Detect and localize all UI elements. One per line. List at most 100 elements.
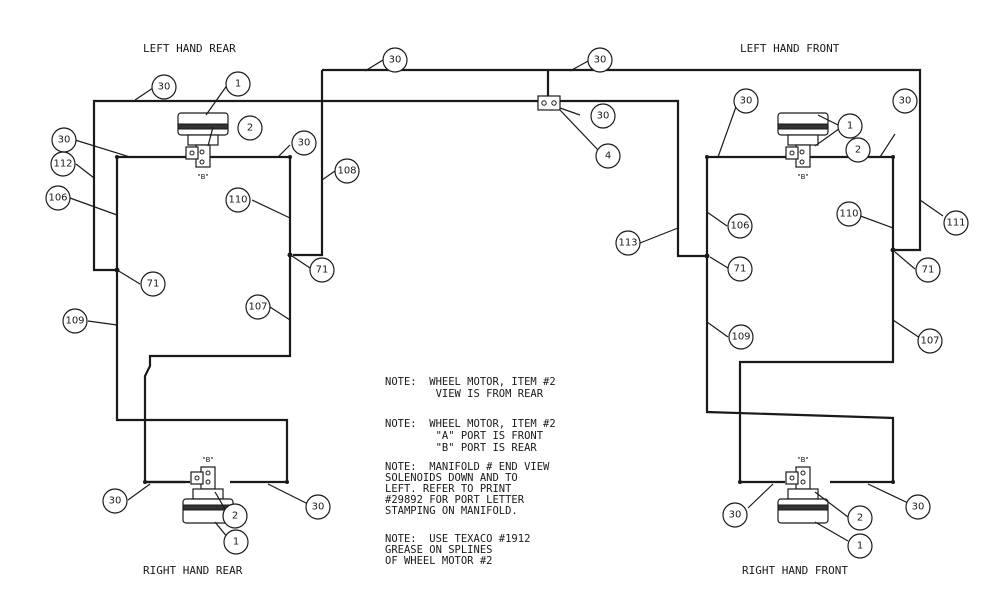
hose-top-right [548,68,922,252]
svg-text:110: 110 [228,195,247,206]
port-b-label: "B" [202,456,213,464]
callout-107: 107 [245,294,271,320]
callout-30: 30 [102,488,128,514]
callout-106: 106 [45,185,71,211]
callout-30: 30 [382,47,408,73]
hose-108-down [293,70,324,257]
callout-4: 4 [595,143,621,169]
callout-1: 1 [837,113,863,139]
callout-113: 113 [615,230,641,256]
callout-109: 109 [62,308,88,334]
callout-111: 111 [943,210,969,236]
callout-30: 30 [733,88,759,114]
callout-30: 30 [590,103,616,129]
svg-text:30: 30 [740,96,753,107]
callout-30: 30 [905,494,931,520]
svg-text:30: 30 [729,510,742,521]
callout-1: 1 [223,529,249,555]
notes: NOTE: WHEEL MOTOR, ITEM #2 VIEW IS FROM … [385,376,600,567]
callout-71: 71 [727,256,753,282]
callout-108: 108 [334,158,360,184]
callout-1: 1 [847,533,873,559]
svg-text:109: 109 [731,332,750,343]
svg-text:4: 4 [605,151,611,162]
callouts: 30 30 30 30 1 2 30 30 112 106 108 110 71… [45,47,969,559]
callout-71: 71 [309,257,335,283]
svg-text:1: 1 [233,537,239,548]
wheel-motor-right-rear: "B" [182,456,234,524]
svg-text:30: 30 [312,502,325,513]
note-1: NOTE: WHEEL MOTOR, ITEM #2 VIEW IS FROM … [385,376,600,400]
callout-30: 30 [305,494,331,520]
callout-107: 107 [917,328,943,354]
callout-2: 2 [237,115,263,141]
manifold [537,95,561,111]
svg-text:30: 30 [109,496,122,507]
callout-2: 2 [847,505,873,531]
callout-2-top-right: 2 [845,137,871,163]
svg-text:112: 112 [53,159,72,170]
svg-text:106: 106 [730,221,749,232]
callout-30: 30 [722,502,748,528]
svg-text:1: 1 [235,79,241,90]
svg-text:107: 107 [920,336,939,347]
svg-text:2: 2 [857,513,863,524]
hose-109-left [115,270,289,482]
svg-text:30: 30 [389,55,402,66]
svg-text:1: 1 [847,121,853,132]
svg-text:71: 71 [734,264,747,275]
callout-110: 110 [836,201,862,227]
callout-71: 71 [140,271,166,297]
label-left-hand-front: LEFT HAND FRONT [740,42,840,55]
callout-71: 71 [915,257,941,283]
hose-top-left [92,70,550,272]
wheel-motor-right-front: "B" [777,456,829,524]
svg-text:30: 30 [158,82,171,93]
hose-113 [548,99,707,258]
svg-text:30: 30 [597,111,610,122]
callout-1: 1 [225,71,251,97]
port-b-label: "B" [797,456,808,464]
svg-text:71: 71 [147,279,160,290]
svg-text:30: 30 [912,502,925,513]
note-2: NOTE: WHEEL MOTOR, ITEM #2 "A" PORT IS F… [385,418,600,454]
note-4: NOTE: USE TEXACO #1912 GREASE ON SPLINES… [385,533,575,567]
fittings [114,155,896,484]
callout-30: 30 [291,130,317,156]
callout-112: 112 [50,151,76,177]
hose-109-right [705,256,895,482]
hose-rf-top [705,155,895,256]
note-3: NOTE: MANIFOLD # END VIEW SOLENOIDS DOWN… [385,461,594,517]
svg-text:71: 71 [316,265,329,276]
svg-text:30: 30 [899,96,912,107]
callout-2-label: 2 [855,145,861,156]
svg-text:113: 113 [618,238,637,249]
svg-text:107: 107 [248,302,267,313]
callout-109: 109 [728,324,754,350]
svg-text:108: 108 [337,166,356,177]
svg-text:71: 71 [922,265,935,276]
svg-text:110: 110 [839,209,858,220]
wheel-motor-left-front: "B" [777,112,829,181]
callout-30: 30 [587,47,613,73]
hose-107-right [738,250,895,482]
callout-30: 30 [51,127,77,153]
label-left-hand-rear: LEFT HAND REAR [143,42,236,55]
callout-106: 106 [727,213,753,239]
hose-107-left [143,255,292,482]
svg-text:1: 1 [857,541,863,552]
port-b-label: "B" [797,173,808,181]
svg-text:111: 111 [946,218,965,229]
svg-text:2: 2 [247,123,253,134]
callout-2: 2 [222,503,248,529]
svg-text:30: 30 [58,135,71,146]
svg-text:109: 109 [65,316,84,327]
svg-text:2: 2 [232,511,238,522]
callout-30: 30 [892,88,918,114]
callout-30: 30 [151,74,177,100]
label-right-hand-rear: RIGHT HAND REAR [143,564,243,577]
label-right-hand-front: RIGHT HAND FRONT [742,564,848,577]
svg-text:30: 30 [594,55,607,66]
svg-text:106: 106 [48,193,67,204]
